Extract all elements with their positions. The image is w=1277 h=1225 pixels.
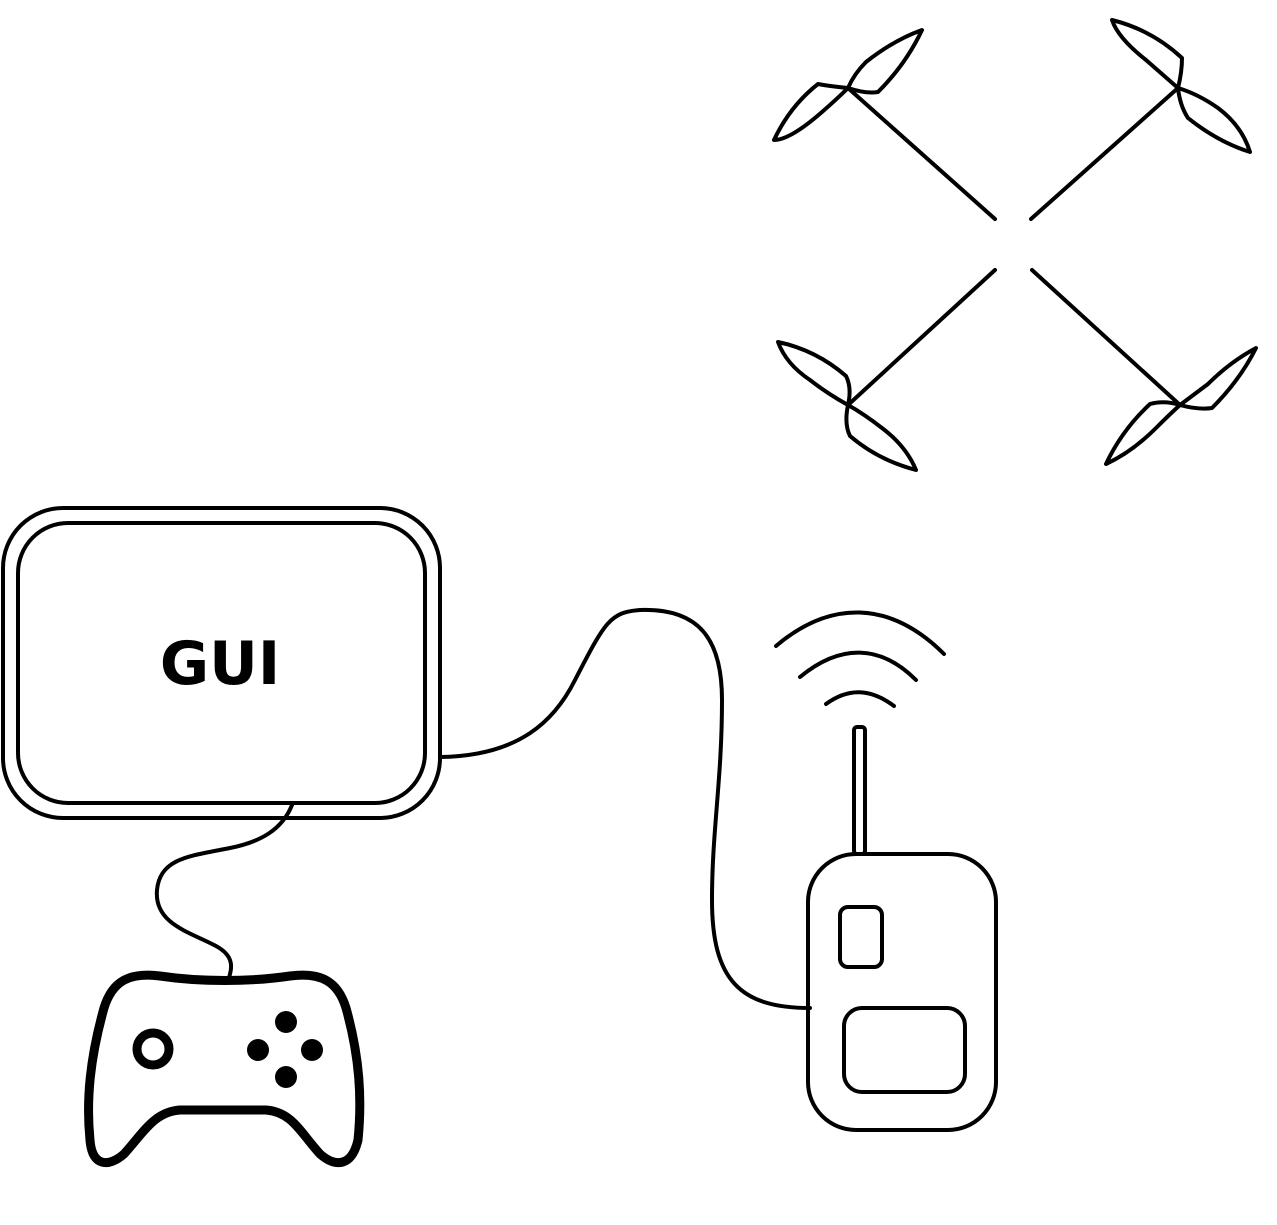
gamepad-icon [84,970,365,1168]
propeller-top-left [772,28,924,142]
transmitter-small-button [838,905,884,969]
propeller-top-right [1110,18,1252,154]
cable-gui-to-transmitter [438,607,812,1010]
signal-arc-middle [798,650,918,682]
gamepad-joystick [132,1028,174,1070]
propeller-bottom-right [1104,346,1258,466]
gui-inner-frame [16,521,427,805]
gamepad-body [84,970,365,1168]
cable-gui-to-gamepad [154,803,294,984]
transmitter-large-button [842,1006,967,1094]
transmitter-body [806,852,998,1132]
gamepad-action-buttons [247,1011,323,1088]
signal-arc-outer [774,610,946,656]
wifi-signal-icon [774,610,946,708]
gui-screen-icon: GUI [1,506,442,820]
gui-label: GUI [160,629,280,699]
signal-arc-inner [824,690,896,708]
quadcopter-icon [772,18,1258,472]
propeller-bottom-left [776,340,918,472]
gui-outer-frame [1,506,442,820]
transmitter-antenna [852,725,867,856]
gamepad-button-right [301,1039,323,1061]
drone-arms [846,86,1182,407]
gamepad-button-top [275,1011,297,1033]
gamepad-button-left [247,1039,269,1061]
gamepad-button-bottom [275,1066,297,1088]
radio-transmitter-icon [806,725,998,1132]
